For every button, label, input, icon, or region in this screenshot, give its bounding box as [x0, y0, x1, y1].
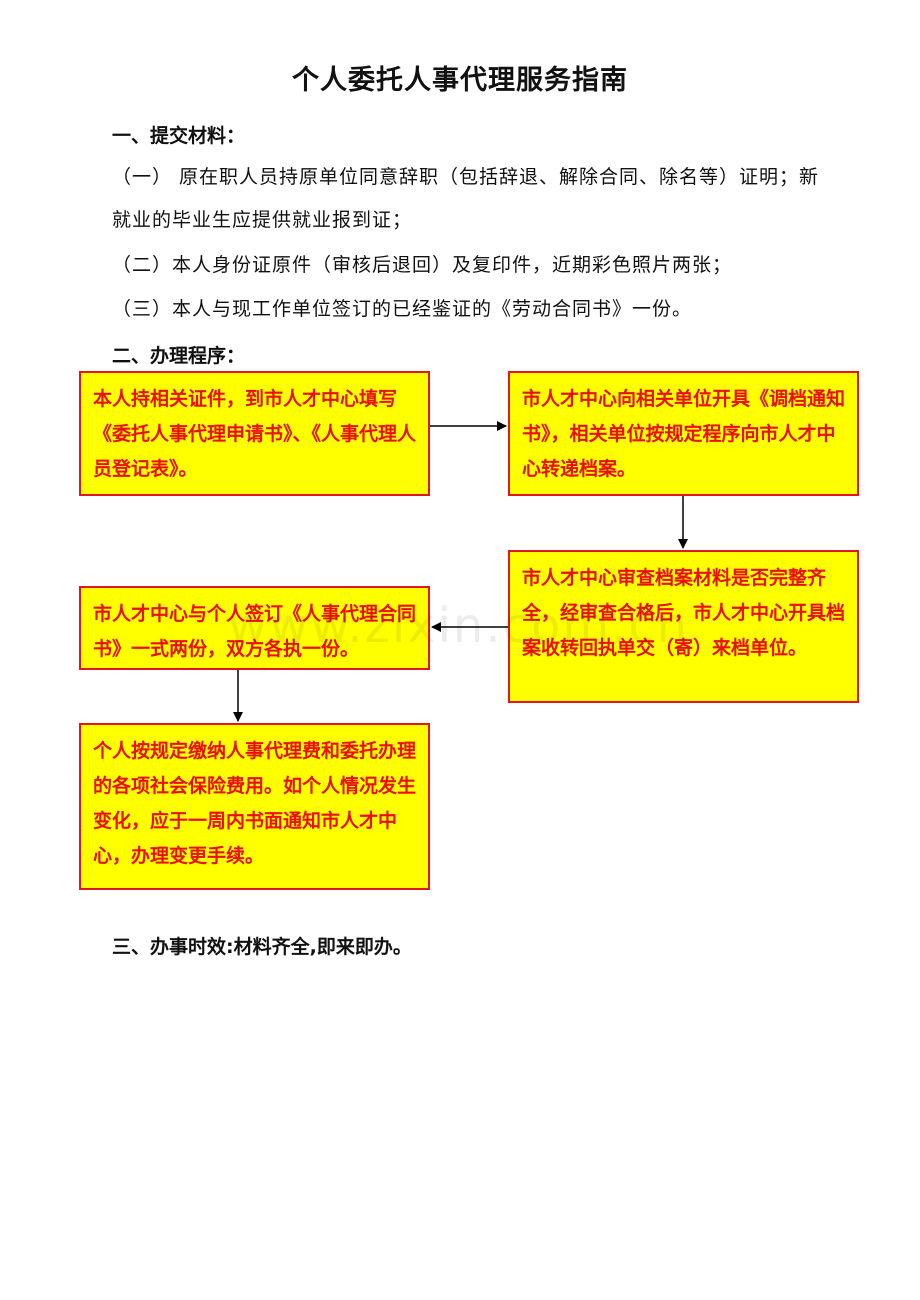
- flow-step-apply: 本人持相关证件，到市人才中心填写《委托人事代理申请书》、《人事代理人员登记表》。: [79, 371, 430, 496]
- section-heading-materials: 一、提交材料：: [112, 125, 246, 147]
- section-heading-timeliness: 三、办事时效:材料齐全,即来即办。: [112, 936, 412, 958]
- material-item-3: （三）本人与现工作单位签订的已经鉴证的《劳动合同书》一份。: [112, 298, 693, 320]
- watermark: www.zixin.com.cn: [228, 598, 690, 654]
- flow-step-pay-fees: 个人按规定缴纳人事代理费和委托办理的各项社会保险费用。如个人情况发生变化，应于一…: [79, 723, 430, 890]
- material-item-2: （二）本人身份证原件（审核后退回）及复印件，近期彩色照片两张；: [112, 254, 733, 276]
- flow-step-review-archive: 市人才中心审查档案材料是否完整齐全，经审查合格后，市人才中心开具档案收转回执单交…: [508, 550, 859, 703]
- material-item-1-continued: 就业的毕业生应提供就业报到证；: [112, 209, 413, 231]
- section-heading-procedure: 二、办理程序：: [112, 345, 246, 367]
- document-title: 个人委托人事代理服务指南: [292, 65, 628, 96]
- flow-step-transfer-notice: 市人才中心向相关单位开具《调档通知书》，相关单位按规定程序向市人才中心转递档案。: [508, 371, 859, 496]
- material-item-1: （一） 原在职人员持原单位同意辞职（包括辞退、解除合同、除名等）证明；新: [112, 166, 820, 188]
- flow-step-sign-contract: 市人才中心与个人签订《人事代理合同书》一式两份，双方各执一份。: [79, 586, 430, 670]
